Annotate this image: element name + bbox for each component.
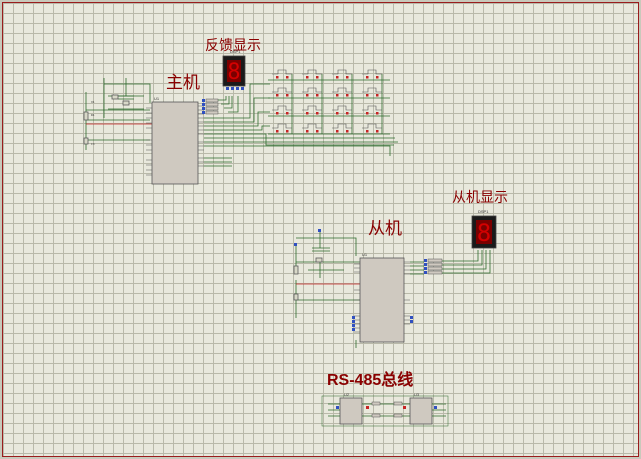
keypad-button[interactable] [362,123,382,133]
svg-text:X1: X1 [91,100,95,104]
keypad-button[interactable] [302,105,322,115]
rs485-circuit: U2 U3 [321,392,449,427]
slave-chip-ref: U1 [362,252,368,257]
keypad-button[interactable] [272,87,292,97]
keypad-button[interactable] [272,123,292,133]
slave-mcu-chip[interactable] [359,257,405,343]
slave-label: 从机 [368,219,402,239]
keypad-button[interactable] [302,123,322,133]
keypad-button[interactable] [362,87,382,97]
master-circuit: X1 R1 C3 U1 [83,78,398,185]
keypad-button[interactable] [302,69,322,79]
master-keypad [268,69,390,135]
master-mcu-chip[interactable] [151,101,199,185]
slave-circuit: U1 [293,229,491,348]
master-label: 主机 [166,73,200,93]
keypad-button[interactable] [362,105,382,115]
feedback-display-ref: DSP1 [230,49,241,54]
keypad-button[interactable] [332,69,352,79]
keypad-button[interactable] [272,105,292,115]
keypad-button[interactable] [332,123,352,133]
master-chip-ref: U1 [154,96,160,101]
feedback-display-label: 反馈显示 [205,38,261,54]
slave-display-ref: DSP1 [478,209,489,214]
rs485-left-ref: U2 [344,392,350,397]
rs485-bus-label: RS-485总线 [327,370,413,389]
feedback-seven-segment: 8 DSP1 [222,49,246,90]
keypad-button[interactable] [332,87,352,97]
rs485-right-ref: U3 [414,392,420,397]
svg-text:R1: R1 [91,113,95,117]
keypad-button[interactable] [272,69,292,79]
keypad-button[interactable] [332,105,352,115]
keypad-button[interactable] [362,69,382,79]
svg-text:C3: C3 [91,142,95,146]
rs485-right-transceiver[interactable] [409,397,433,425]
feedback-digit: 8 [227,60,240,85]
slave-digit: 8 [477,219,491,247]
keypad-button[interactable] [302,87,322,97]
slave-display-label: 从机显示 [452,190,508,206]
slave-seven-segment: 8 DSP1 [471,209,497,249]
rs485-left-transceiver[interactable] [339,397,363,425]
